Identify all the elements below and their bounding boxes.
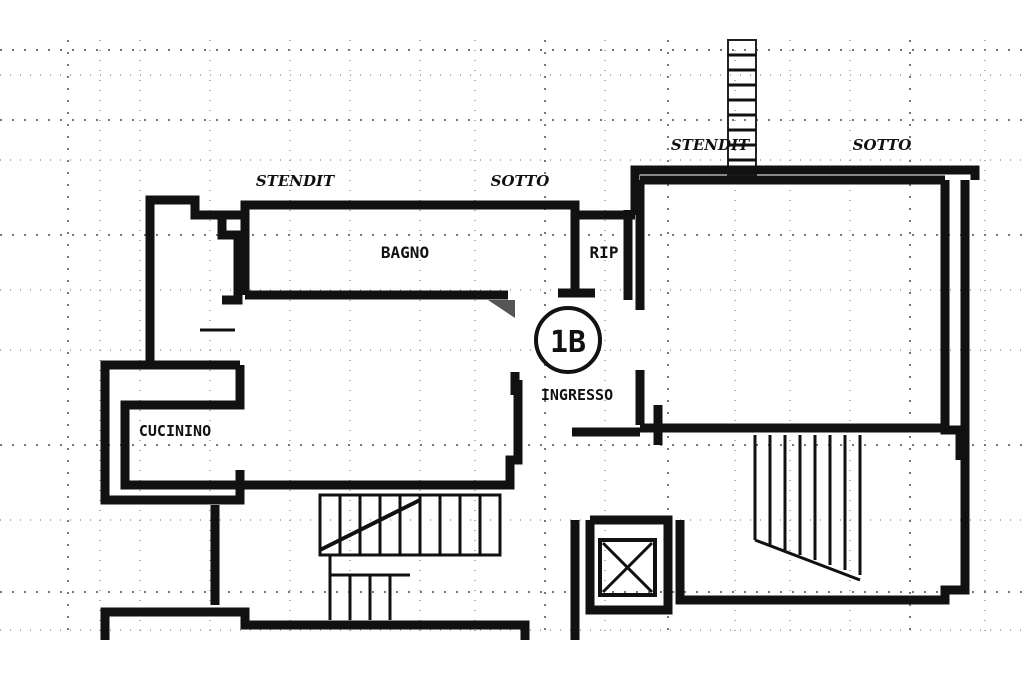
right-apartment-walls bbox=[630, 165, 980, 605]
room-label-cucina: CUCININO bbox=[139, 422, 211, 440]
room-label-rip: RIP bbox=[590, 243, 619, 262]
exterior-label-sotto-left: SOTTO bbox=[491, 172, 550, 190]
elevator bbox=[598, 538, 657, 597]
exterior-label-stendit-right: STENDIT bbox=[671, 136, 751, 154]
hatched-column bbox=[727, 39, 757, 176]
room-label-bagno: BAGNO bbox=[381, 243, 429, 262]
unit-number-badge: 1B bbox=[534, 306, 602, 374]
stairs-left bbox=[318, 493, 502, 620]
exterior-label-sotto-right: SOTTO bbox=[853, 136, 912, 154]
exterior-label-stendit-left: STENDIT bbox=[256, 172, 336, 190]
door-marks bbox=[200, 300, 515, 332]
left-apartment-walls bbox=[100, 195, 640, 505]
unit-number: 1B bbox=[550, 325, 586, 360]
stairs-right bbox=[753, 435, 862, 582]
room-label-ingresso: INGRESSO bbox=[541, 386, 613, 404]
bottom-walls bbox=[100, 505, 673, 640]
